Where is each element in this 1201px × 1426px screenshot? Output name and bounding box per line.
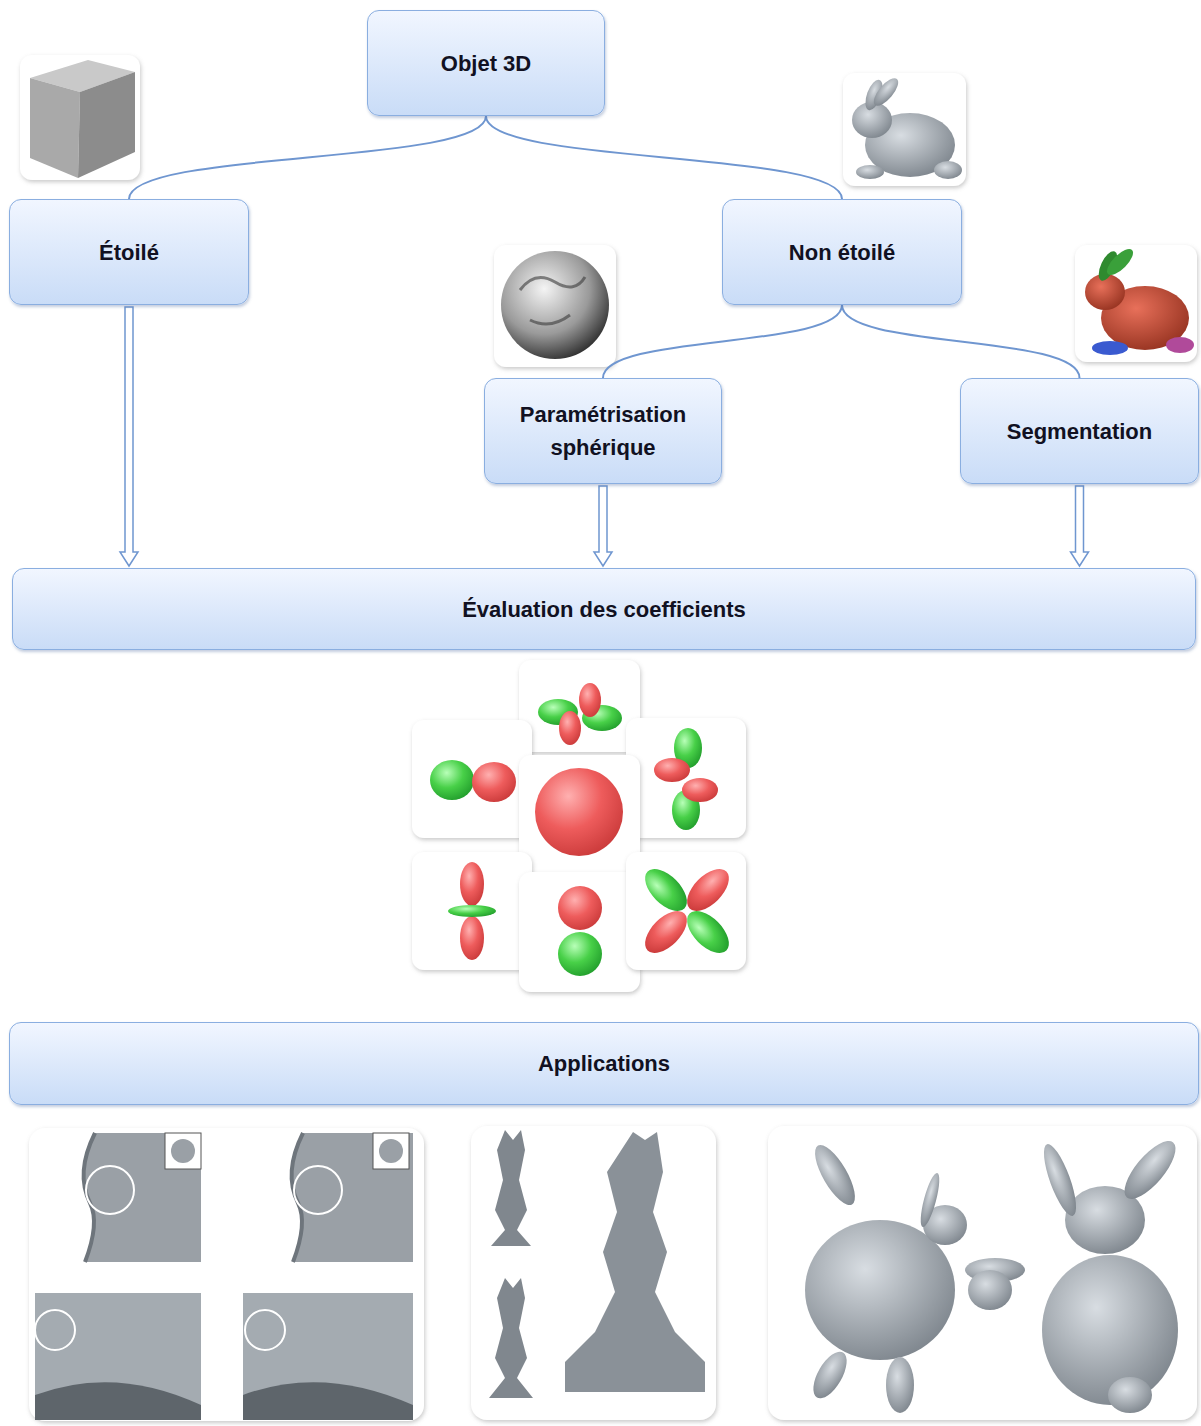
stage-band: Applications [9, 1022, 1199, 1105]
tree-link [129, 116, 486, 199]
node-label: Non étoilé [789, 236, 895, 269]
method-box: Segmentation [960, 378, 1199, 484]
sphere-icon [494, 245, 616, 367]
text-stack: Paramétrisation sphérique [497, 398, 709, 464]
root-box: Objet 3D [367, 10, 605, 116]
text-stack: Étoilé [99, 236, 159, 269]
node-label: Objet 3D [441, 47, 531, 80]
totem-panel [471, 1126, 716, 1420]
spherical-harmonics [412, 660, 746, 992]
text-stack: Segmentation [1007, 415, 1152, 448]
text-stack: Objet 3D [441, 47, 531, 80]
node-label: Paramétrisation sphérique [497, 398, 709, 464]
node-label: Évaluation des coefficients [462, 593, 746, 626]
text-stack: Non étoilé [789, 236, 895, 269]
category-box: Non étoilé [722, 199, 962, 305]
segmented-bunny-icon [1075, 245, 1197, 362]
deformation-panel [768, 1126, 1197, 1420]
tree-link [486, 116, 842, 199]
denoising-panel [29, 1128, 424, 1421]
method-box: Paramétrisation sphérique [484, 378, 722, 484]
text-stack: Applications [538, 1047, 670, 1080]
node-label: Applications [538, 1047, 670, 1080]
flow-arrow [1071, 486, 1089, 566]
node-label: Étoilé [99, 236, 159, 269]
tree-link [603, 305, 842, 378]
flow-arrow [594, 486, 612, 566]
bunny-icon [843, 73, 966, 186]
stage-band: Évaluation des coefficients [12, 568, 1196, 650]
cube-icon [20, 55, 140, 180]
flow-arrow [120, 307, 138, 566]
tree-link [842, 305, 1080, 378]
text-stack: Évaluation des coefficients [462, 593, 746, 626]
node-label: Segmentation [1007, 415, 1152, 448]
category-box: Étoilé [9, 199, 249, 305]
